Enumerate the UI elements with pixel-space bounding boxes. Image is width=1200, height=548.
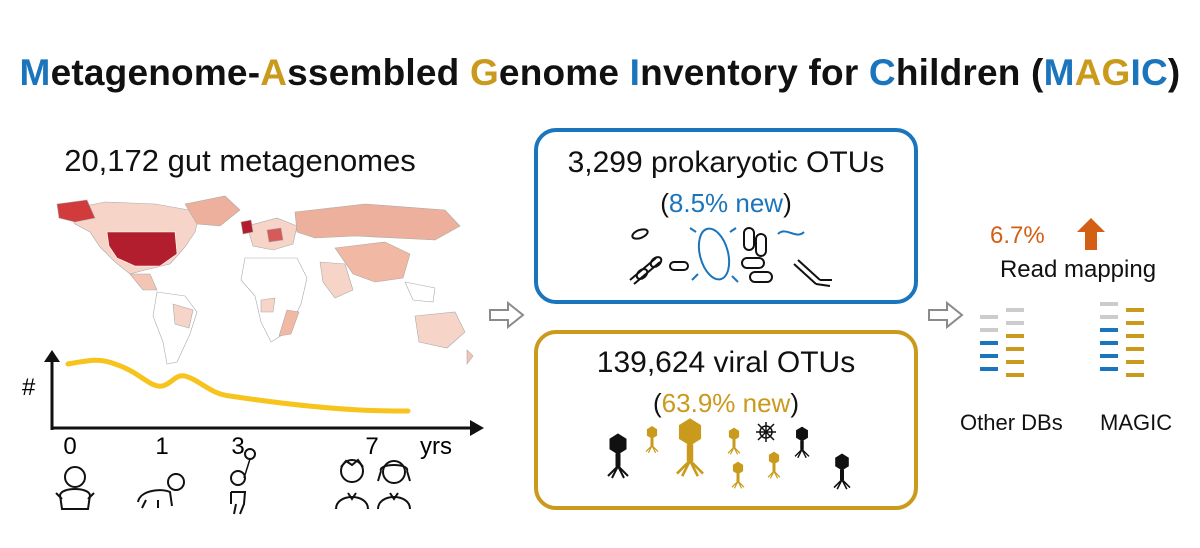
- title-part: IC: [1130, 52, 1168, 93]
- title-part: etagenome-: [50, 52, 261, 93]
- chevron-arrow-icon-2: [928, 300, 964, 330]
- read-mapping-increase: 6.7%: [990, 222, 1045, 249]
- toddler-with-balloon-icon: [230, 448, 256, 515]
- y-axis-symbol: #: [22, 374, 36, 401]
- other-dbs-bars: [980, 308, 1024, 377]
- age-tick-label: 1: [155, 433, 168, 460]
- viral-otus-box: 139,624 viral OTUs (63.9% new): [534, 330, 918, 510]
- title-part: hildren (: [895, 52, 1044, 93]
- title-part: ): [1167, 52, 1181, 93]
- viral-count: 139,624 viral OTUs: [596, 346, 856, 379]
- x-axis-arrowhead: [470, 420, 484, 436]
- age-tick-label: 7: [365, 433, 378, 460]
- title-part: nventory for: [640, 52, 869, 93]
- title-part: ssembled: [287, 52, 470, 93]
- prokaryotic-new-pct: 8.5% new: [668, 188, 784, 218]
- boy-icon: [335, 458, 369, 510]
- other-dbs-label: Other DBs: [960, 410, 1063, 435]
- title-part: G: [469, 52, 499, 93]
- world-map: [56, 195, 474, 365]
- prokaryotic-count: 3,299 prokaryotic OTUs: [567, 146, 885, 179]
- read-mapping-bars: [980, 302, 1144, 377]
- title-part: enome: [498, 52, 630, 93]
- x-axis-unit: yrs: [420, 433, 452, 460]
- viral-new-label: (63.9% new): [653, 388, 799, 418]
- age-tick-label: 0: [63, 433, 76, 460]
- crawling-baby-icon: [137, 473, 185, 509]
- girl-icon: [377, 460, 411, 510]
- age-chart: 0 1 3 7 # yrs: [22, 350, 484, 460]
- age-trend-line: [65, 357, 411, 414]
- prokaryotic-otus-box: 3,299 prokaryotic OTUs (8.5% new): [534, 128, 918, 304]
- title-part: M: [1043, 52, 1075, 93]
- title-part: M: [19, 52, 51, 93]
- y-axis-arrowhead: [44, 350, 60, 362]
- phage-icons: [607, 418, 851, 491]
- metagenomes-label: 20,172 gut metagenomes: [64, 143, 416, 178]
- title-part: A: [1074, 52, 1102, 93]
- title-part: A: [260, 52, 288, 93]
- chevron-arrow-icon: [489, 300, 525, 330]
- magic-bars: [1100, 302, 1144, 377]
- read-mapping-label: Read mapping: [999, 256, 1157, 283]
- title-part: I: [629, 52, 641, 93]
- up-arrow-icon: [1077, 218, 1105, 250]
- baby-icon: [55, 466, 95, 510]
- viral-new-pct: 63.9% new: [661, 388, 791, 418]
- title-part: C: [868, 52, 896, 93]
- magic-label: MAGIC: [1100, 410, 1173, 435]
- title-part: G: [1101, 52, 1131, 93]
- main-title: Metagenome-Assembled Genome Inventory fo…: [0, 52, 1200, 94]
- prokaryotic-new-label: (8.5% new): [660, 188, 792, 218]
- bacteria-icons: [629, 227, 832, 287]
- age-tick-label: 3: [231, 433, 244, 460]
